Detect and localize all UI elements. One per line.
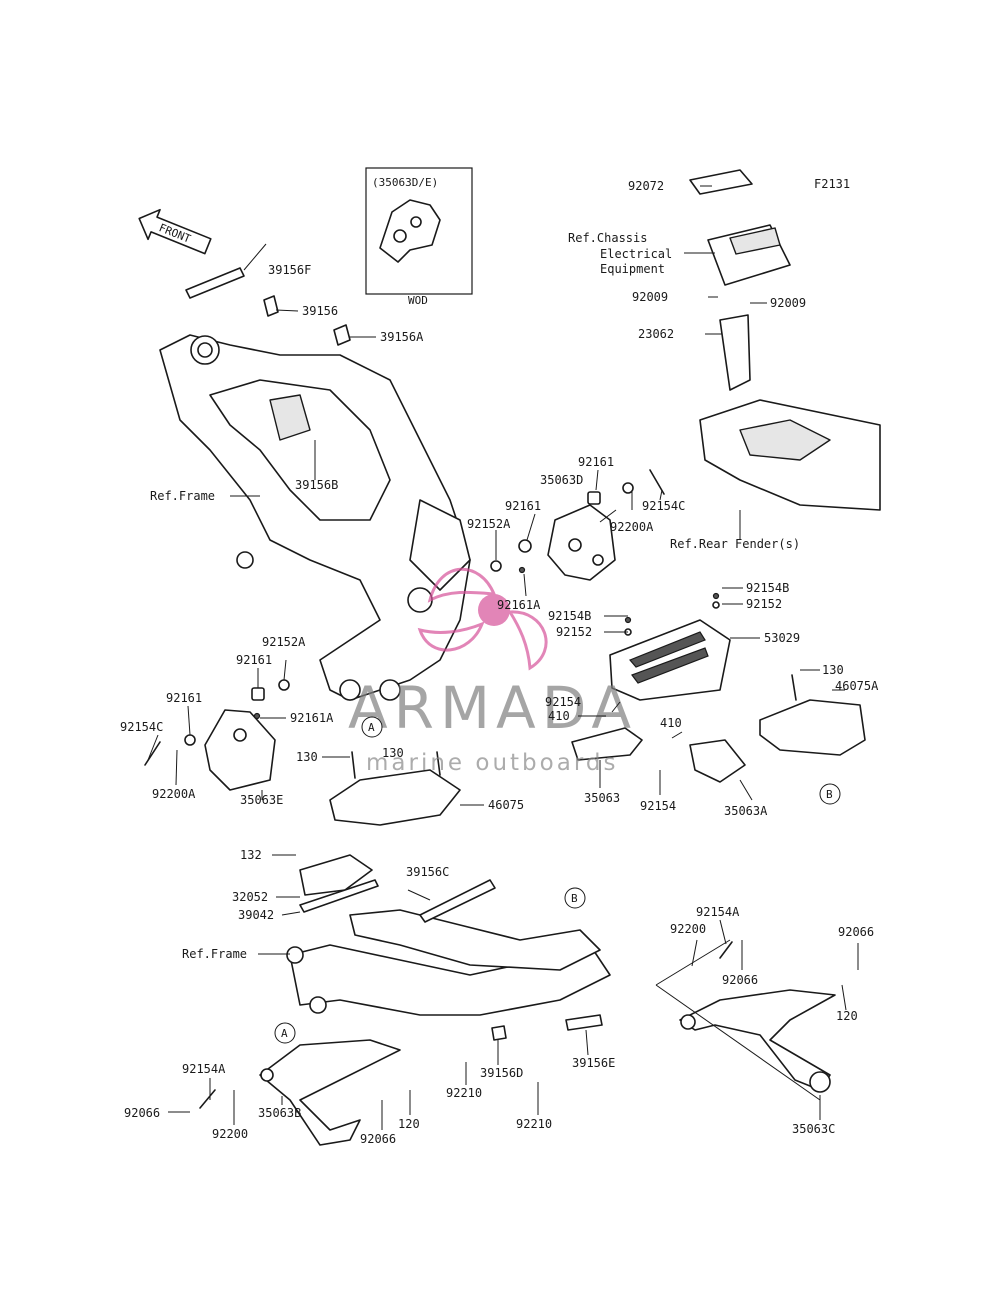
part-label: 32052 [232, 890, 268, 904]
part-label: 39042 [238, 908, 274, 922]
svg-text:(35063D/E): (35063D/E) [372, 176, 438, 189]
part-label: 92152 [746, 597, 782, 611]
part-label: 130 [382, 746, 404, 760]
part-label: 92154C [120, 720, 163, 734]
svg-text:B: B [571, 892, 578, 905]
leader-lines [147, 185, 859, 1130]
ref-rear-fender: Ref.Rear Fender(s) [670, 537, 800, 551]
callout-a-upper: A [361, 716, 383, 738]
part-label: 92072 [628, 179, 664, 193]
part-label: 92154 [640, 799, 676, 813]
svg-text:A: A [281, 1027, 288, 1040]
part-label: 92161 [236, 653, 272, 667]
svg-text:B: B [826, 788, 833, 801]
part-label: 92161A [497, 598, 541, 612]
part-label: 92154 [545, 695, 581, 709]
ref-frame-lower: Ref.Frame [182, 947, 247, 961]
part-label: 132 [240, 848, 262, 862]
part-label: 92066 [360, 1132, 396, 1146]
part-label: 35063A [724, 804, 768, 818]
bracket-35063d [547, 504, 616, 581]
part-label: 92161A [290, 711, 334, 725]
ref-frame-upper: Ref.Frame [150, 489, 215, 503]
ref-chassis-line2: Electrical [600, 247, 672, 261]
part-label: 130 [822, 663, 844, 677]
rear-fender-tray [699, 399, 881, 511]
part-label: 92154A [696, 905, 740, 919]
part-label: 46075A [835, 679, 879, 693]
svg-text:A: A [368, 721, 375, 734]
part-label: 410 [548, 709, 570, 723]
ref-chassis-line3: Equipment [600, 262, 665, 276]
electrical-box [689, 169, 791, 391]
figure-code: F2131 [814, 177, 850, 191]
part-label: 92200 [670, 922, 706, 936]
footrest-46075 [329, 751, 461, 826]
bracket-35063b [199, 1039, 401, 1146]
part-label: 92009 [632, 290, 668, 304]
part-label: 130 [296, 750, 318, 764]
svg-text:marine outboards: marine outboards [366, 750, 618, 776]
main-frame-upper [159, 334, 471, 701]
bracket-35063 [571, 727, 746, 783]
part-label: 23062 [638, 327, 674, 341]
footrest-plate-53029 [609, 592, 731, 701]
part-label: 39156F [268, 263, 311, 277]
part-label: 92154B [746, 581, 789, 595]
part-label: 92161 [166, 691, 202, 705]
part-label: 92154B [548, 609, 591, 623]
part-label: 35063E [240, 793, 283, 807]
tag-pieces [185, 267, 603, 1041]
part-label: 92210 [446, 1086, 482, 1100]
callout-b-lower: B [564, 887, 586, 909]
part-label: 92200A [152, 787, 196, 801]
part-label: 39156 [302, 304, 338, 318]
part-label: 39156A [380, 330, 424, 344]
part-label: 35063B [258, 1106, 301, 1120]
part-label: 92200A [610, 520, 654, 534]
part-label: 92152A [467, 517, 511, 531]
part-label: 39156E [572, 1056, 615, 1070]
part-label: 92009 [770, 296, 806, 310]
part-label: 39156D [480, 1066, 523, 1080]
part-label: 92154C [642, 499, 685, 513]
part-label: 39156C [406, 865, 449, 879]
part-label: 35063C [792, 1122, 835, 1136]
part-label: 92161 [505, 499, 541, 513]
part-label: 92152 [556, 625, 592, 639]
part-label: 92066 [838, 925, 874, 939]
part-label: 35063 [584, 791, 620, 805]
part-label: 39156B [295, 478, 338, 492]
bracket-35063c [679, 941, 836, 1093]
part-label: 92200 [212, 1127, 248, 1141]
bracket-35063e [144, 679, 290, 791]
part-label: 92210 [516, 1117, 552, 1131]
footrest-46075a [759, 674, 866, 756]
armada-watermark: ARMADA marine outboards [348, 567, 637, 776]
svg-text:WOD: WOD [408, 294, 428, 307]
subframe-lower [286, 854, 611, 1016]
part-label: 92152A [262, 635, 306, 649]
callout-b-upper: B [819, 783, 841, 805]
part-label: 92066 [124, 1106, 160, 1120]
svg-text:ARMADA: ARMADA [348, 674, 637, 742]
part-label: 53029 [764, 631, 800, 645]
hardware-upper-right [490, 469, 665, 574]
propeller-icon [417, 567, 548, 671]
part-label: 46075 [488, 798, 524, 812]
part-label: 92161 [578, 455, 614, 469]
callout-a-lower: A [274, 1022, 296, 1044]
part-label: 92154A [182, 1062, 226, 1076]
part-label: 120 [398, 1117, 420, 1131]
part-label: 35063D [540, 473, 583, 487]
part-label: 120 [836, 1009, 858, 1023]
part-label: 410 [660, 716, 682, 730]
inset-35063de: (35063D/E) WOD [365, 167, 473, 307]
front-arrow-icon: FRONT [138, 208, 212, 255]
ref-chassis-line1: Ref.Chassis [568, 231, 647, 245]
part-label: 92066 [722, 973, 758, 987]
